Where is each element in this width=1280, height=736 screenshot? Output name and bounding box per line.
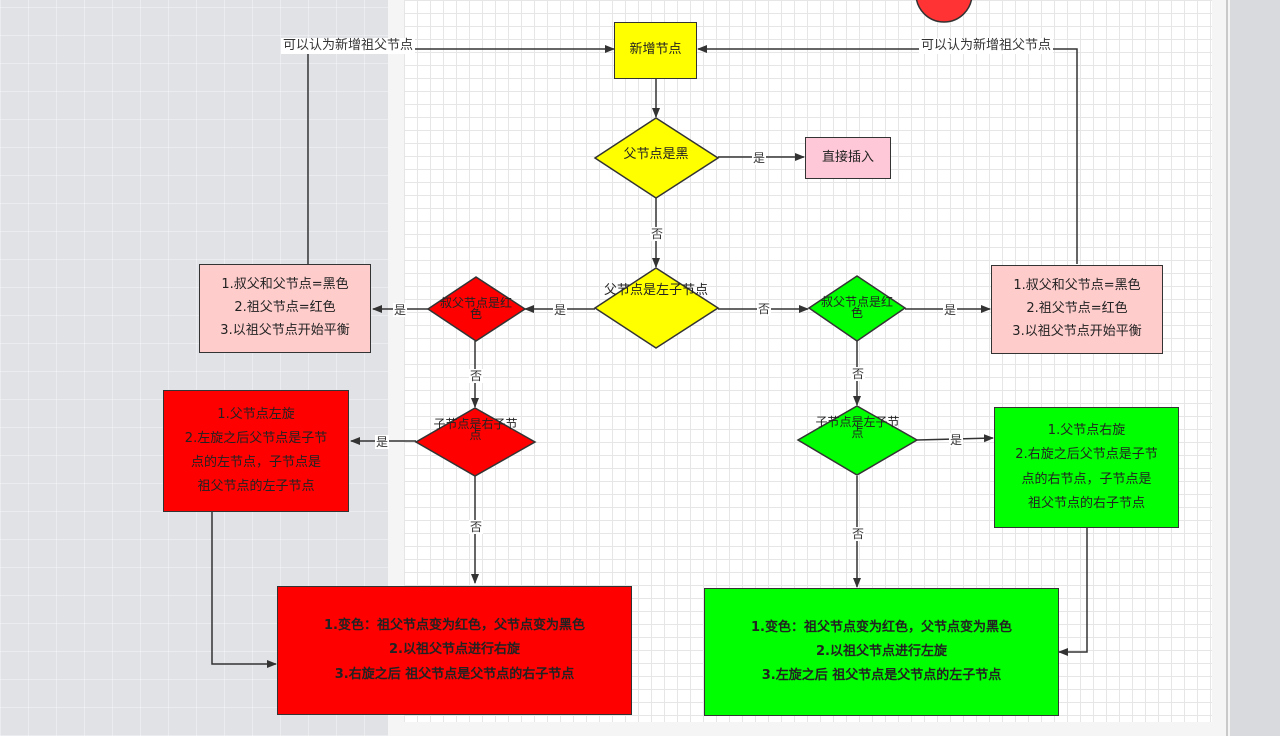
- edge-leftrotate-red-final: [211, 512, 277, 668]
- red-final-line-3: 3.右旋之后 祖父节点是父节点的右子节点: [334, 666, 575, 682]
- edge-label-no-parentleft: 否: [650, 227, 665, 241]
- edge-label-no-green-final: 否: [851, 527, 866, 541]
- decision-parent-left-child[interactable]: [593, 267, 720, 349]
- left-rotate-line-1: 1.父节点左旋: [217, 406, 295, 422]
- node-red-final[interactable]: 1.变色：祖父节点变为红色，父节点变为黑色 2.以祖父节点进行右旋 3.右旋之后…: [277, 586, 632, 715]
- edge-label-right-loop: 可以认为新增祖父节点: [919, 38, 1054, 54]
- edge-label-yes-right-recolor: 是: [943, 303, 958, 317]
- edge-label-no-childleft: 否: [851, 367, 866, 381]
- node-direct-insert[interactable]: 直接插入: [805, 137, 891, 179]
- left-rotate-line-3: 点的左节点，子节点是: [190, 455, 321, 470]
- label-parent-left-child: 父节点是左子节点: [603, 283, 708, 298]
- node-left-rotate[interactable]: 1.父节点左旋 2.左旋之后父节点是子节 点的左节点，子节点是 祖父节点的左子节…: [163, 390, 349, 512]
- edge-label-left-loop: 可以认为新增祖父节点: [281, 38, 416, 54]
- red-final-line-1: 1.变色：祖父节点变为红色，父节点变为黑色: [324, 618, 585, 634]
- edge-label-yes-direct: 是: [752, 151, 767, 165]
- green-final-line-2: 2.以祖父节点进行左旋: [816, 643, 947, 659]
- label-uncle-red-left: 叔父节点是红色: [439, 296, 512, 321]
- left-rotate-line-4: 祖父节点的左子节点: [197, 479, 315, 495]
- edge-label-no-childright: 否: [469, 369, 484, 383]
- left-recolor-line-3: 3.以祖父节点开始平衡: [220, 322, 350, 338]
- edge-rightrotate-green-final: [1058, 528, 1088, 656]
- page-edge-divider: [1226, 0, 1228, 736]
- label-child-left: 子节点是左子节点: [815, 415, 900, 440]
- left-recolor-line-2: 2.祖父节点=红色: [234, 300, 336, 316]
- node-right-rotate[interactable]: 1.父节点右旋 2.右旋之后父节点是子节 点的右节点，子节点是 祖父节点的右子节…: [994, 407, 1179, 528]
- right-rotate-line-4: 祖父节点的右子节点: [1027, 495, 1145, 511]
- edge-left-loop: [307, 45, 615, 264]
- edge-label-no-red-final: 否: [469, 520, 484, 534]
- green-final-line-3: 3.左旋之后 祖父节点是父节点的左子节点: [761, 668, 1002, 684]
- right-recolor-line-1: 1.叔父和父节点=黑色: [1013, 278, 1141, 294]
- node-right-recolor[interactable]: 1.叔父和父节点=黑色 2.祖父节点=红色 3.以祖父节点开始平衡: [991, 265, 1163, 354]
- label-uncle-red-right: 叔父节点是红色: [820, 295, 893, 320]
- node-left-recolor[interactable]: 1.叔父和父节点=黑色 2.祖父节点=红色 3.以祖父节点开始平衡: [199, 264, 371, 353]
- decision-child-left[interactable]: [796, 405, 919, 476]
- decision-uncle-red-right[interactable]: [807, 275, 907, 342]
- edge-right-loop: [697, 45, 1078, 264]
- right-rotate-line-3: 点的右节点，子节点是: [1021, 471, 1152, 487]
- partial-red-node[interactable]: [915, 0, 973, 23]
- right-rotate-line-2: 2.右旋之后父节点是子节: [1015, 447, 1158, 463]
- edge-label-no-uncle-right: 否: [757, 302, 772, 316]
- label-parent-black: 父节点是黑: [623, 147, 689, 162]
- decision-child-right[interactable]: [414, 407, 537, 477]
- canvas-background-left: [0, 0, 388, 736]
- left-recolor-line-1: 1.叔父和父节点=黑色: [221, 277, 349, 293]
- node-green-final[interactable]: 1.变色：祖父节点变为红色，父节点变为黑色 2.以祖父节点进行左旋 3.左旋之后…: [704, 588, 1059, 716]
- label-child-right: 子节点是右子节点: [433, 417, 518, 442]
- node-new[interactable]: 新增节点: [614, 22, 697, 79]
- edge-label-yes-left-recolor: 是: [393, 303, 408, 317]
- left-rotate-line-2: 2.左旋之后父节点是子节: [184, 430, 328, 446]
- decision-parent-black[interactable]: [593, 117, 720, 199]
- green-final-line-1: 1.变色：祖父节点变为红色，父节点变为黑色: [751, 619, 1012, 635]
- edge-label-yes-right-rotate: 是: [949, 433, 964, 447]
- edge-label-yes-uncle-left: 是: [553, 303, 568, 317]
- red-final-line-2: 2.以祖父节点进行右旋: [389, 642, 520, 658]
- right-rotate-line-1: 1.父节点右旋: [1047, 423, 1126, 439]
- decision-uncle-red-left[interactable]: [426, 276, 527, 342]
- canvas-background-right: [1230, 0, 1280, 736]
- node-direct-insert-label: 直接插入: [821, 149, 874, 165]
- node-new-label: 新增节点: [629, 42, 682, 58]
- edge-label-yes-left-rotate: 是: [375, 435, 390, 449]
- right-recolor-line-3: 3.以祖父节点开始平衡: [1012, 323, 1142, 339]
- right-recolor-line-2: 2.祖父节点=红色: [1026, 301, 1128, 317]
